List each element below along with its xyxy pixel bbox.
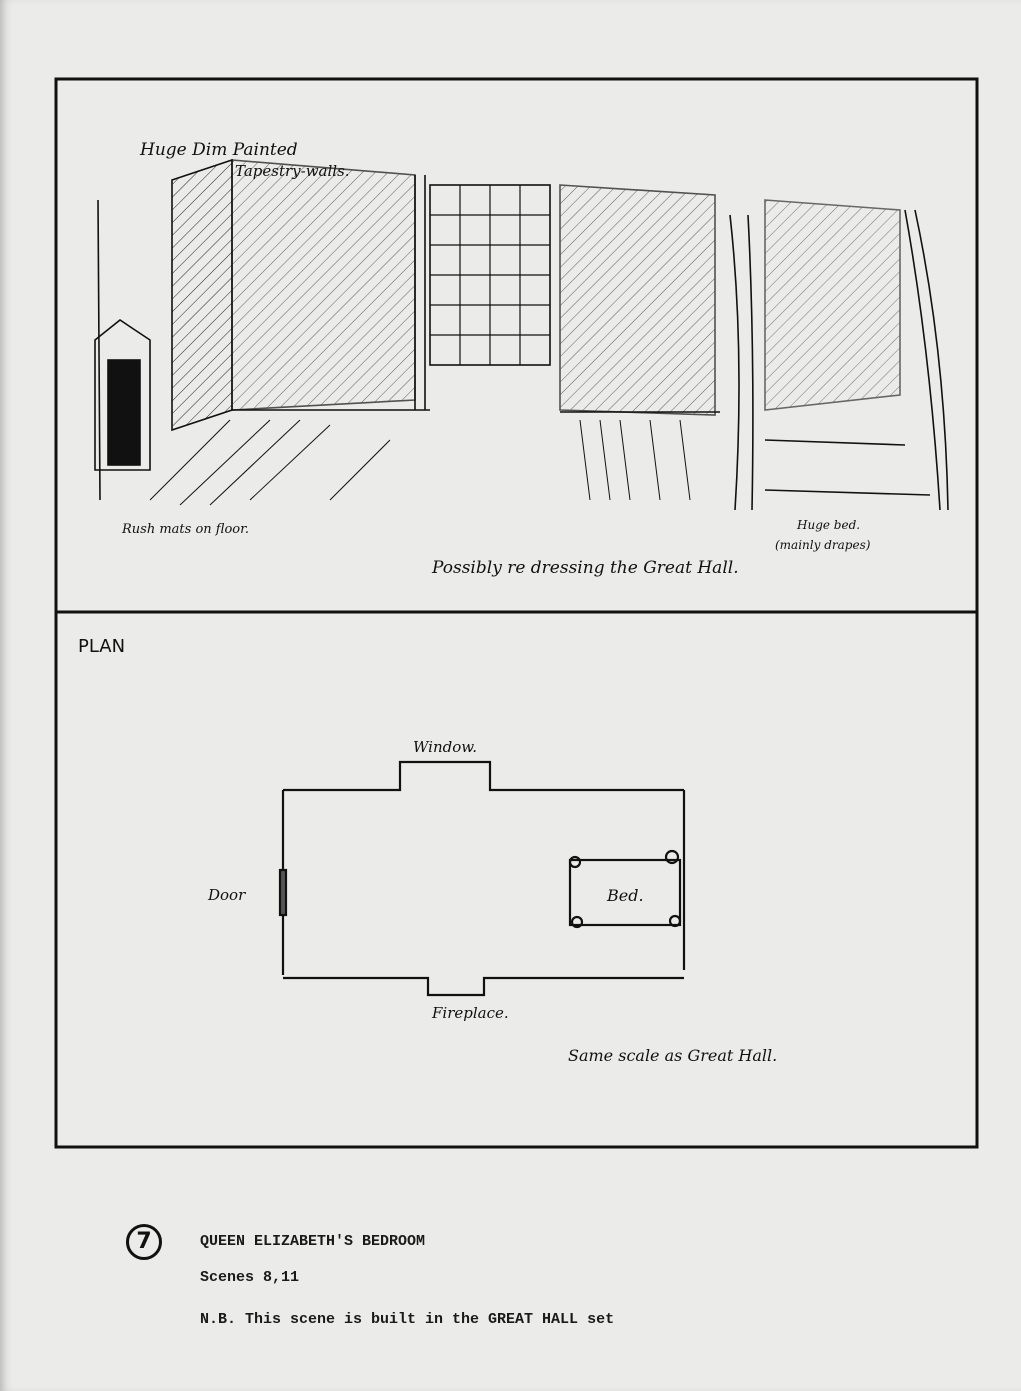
scene-number-badge: 7	[126, 1224, 162, 1260]
plan-label-bed: Bed.	[607, 886, 644, 905]
caption-title: QUEEN ELIZABETH'S BEDROOM	[200, 1233, 426, 1250]
plan-heading: PLAN	[78, 636, 126, 657]
plan-scale-note: Same scale as Great Hall.	[568, 1046, 778, 1065]
plan-label-door: Door	[208, 886, 246, 904]
annotation-bed-2: (mainly drapes)	[775, 538, 871, 552]
plan-label-fireplace: Fireplace.	[432, 1004, 509, 1022]
annotation-floor: Rush mats on floor.	[122, 522, 250, 537]
annotation-walls-2: Tapestry-walls.	[235, 162, 350, 180]
plan-door	[278, 868, 288, 917]
annotation-dressing: Possibly re dressing the Great Hall.	[432, 558, 739, 578]
caption-note: N.B. This scene is built in the GREAT HA…	[200, 1311, 615, 1328]
floor-plan	[278, 760, 686, 997]
caption-scenes: Scenes 8,11	[200, 1269, 300, 1286]
annotation-walls-1: Huge Dim Painted	[140, 140, 298, 160]
room-sketch	[94, 158, 949, 511]
annotation-bed-1: Huge bed.	[797, 518, 861, 532]
plan-label-window: Window.	[413, 738, 478, 756]
plan-bed	[568, 858, 682, 927]
